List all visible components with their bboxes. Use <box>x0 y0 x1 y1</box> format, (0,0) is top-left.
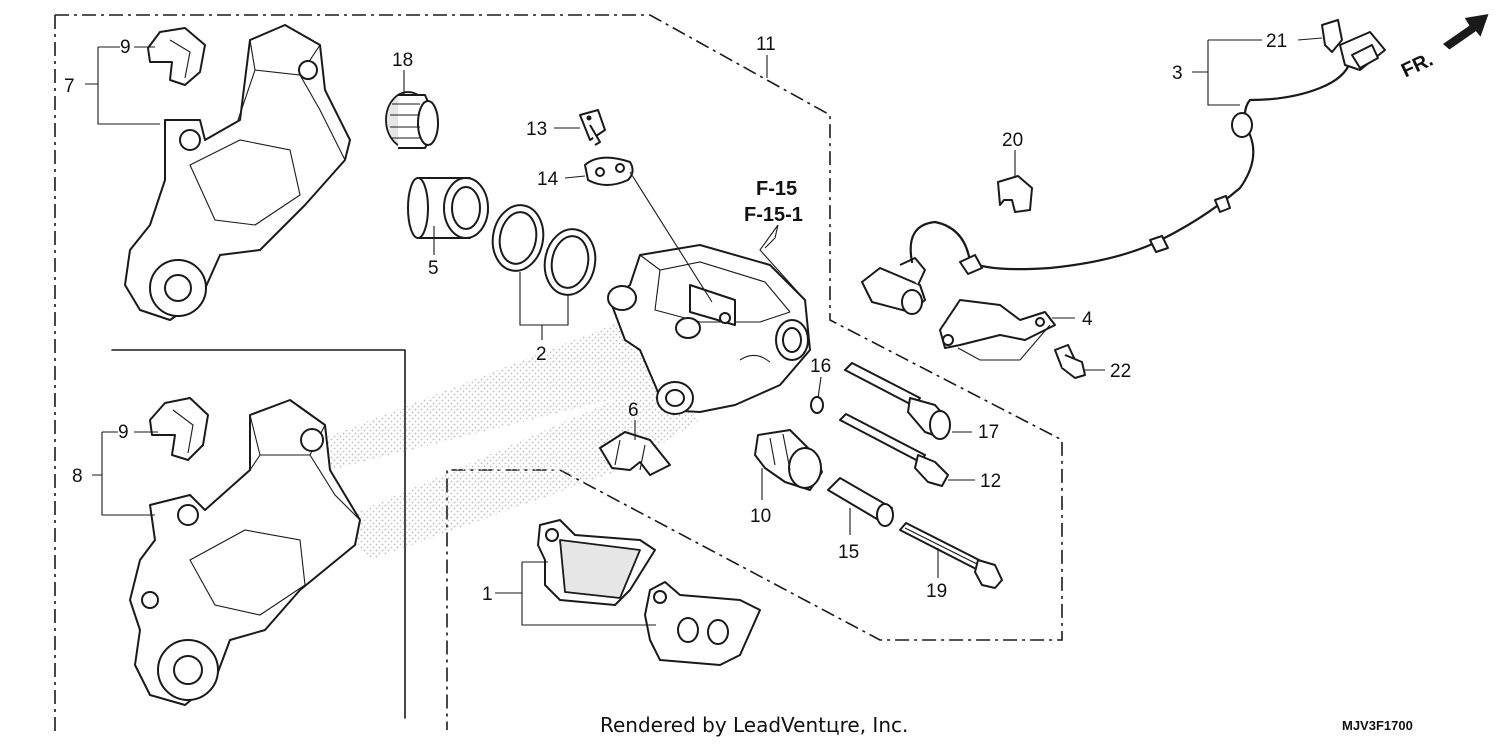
caliper-bracket-lower <box>129 399 361 706</box>
callout-13: 13 <box>526 119 547 140</box>
callout-16: 16 <box>810 356 831 377</box>
cable-clip <box>1321 19 1343 53</box>
callout-4: 4 <box>1082 309 1093 330</box>
callout-9-lower: 9 <box>118 422 129 443</box>
callout-7: 7 <box>64 76 75 97</box>
callout-12: 12 <box>980 471 1001 492</box>
callout-14: 14 <box>537 169 559 190</box>
bolt-22 <box>1054 344 1086 379</box>
sleeve <box>827 477 894 527</box>
callout-6: 6 <box>628 400 639 421</box>
pad-pin <box>839 413 949 487</box>
callout-8: 8 <box>72 466 83 487</box>
caliper-bracket-upper <box>124 24 351 321</box>
callout-11: 11 <box>756 34 776 55</box>
callout-3: 3 <box>1172 63 1183 84</box>
front-direction-arrow-icon <box>1442 13 1489 50</box>
brake-pads <box>537 519 761 666</box>
pad-spring-lower <box>149 397 209 461</box>
bleeder-screw <box>579 109 606 146</box>
inset-frame <box>111 349 406 719</box>
pad-retainer-spring <box>599 431 671 476</box>
front-direction-label: FR. <box>1398 49 1436 83</box>
highlight-fan-upper <box>320 322 690 470</box>
pin-boot <box>754 429 823 491</box>
bleeder-cap <box>584 156 634 186</box>
reference-f15: F-15 <box>756 178 797 200</box>
callout-17: 17 <box>978 422 999 443</box>
caliper-body <box>607 244 811 415</box>
callout-9-upper: 9 <box>120 37 131 58</box>
leader-lines <box>85 37 1323 626</box>
callout-20: 20 <box>1002 130 1023 151</box>
callout-21: 21 <box>1266 31 1287 52</box>
slide-pin-17 <box>844 362 951 440</box>
abs-sensor-head <box>861 257 926 315</box>
pad-spring-upper <box>147 27 206 86</box>
sensor-clamp <box>997 175 1033 213</box>
diagram-code: MJV3F1700 <box>1342 718 1413 733</box>
callout-1: 1 <box>482 584 493 605</box>
sensor-bracket <box>939 299 1056 349</box>
callout-5: 5 <box>428 258 439 279</box>
callout-22: 22 <box>1110 361 1131 382</box>
callout-18: 18 <box>392 50 413 71</box>
piston-seals <box>491 204 597 296</box>
piston <box>407 177 489 239</box>
dust-boot <box>385 91 439 149</box>
o-ring <box>810 396 824 414</box>
callout-19: 19 <box>926 581 947 602</box>
abs-sensor-cable <box>909 31 1386 275</box>
reference-f15-1: F-15-1 <box>744 204 803 226</box>
callout-15: 15 <box>838 542 859 563</box>
highlight-fan-lower <box>340 380 700 560</box>
bolt-19 <box>899 522 1003 589</box>
assembly-boundary <box>54 14 1063 735</box>
render-credit: Rendered by LeadVentцre, Inc. <box>600 713 908 737</box>
callout-2: 2 <box>536 344 547 365</box>
callout-10: 10 <box>750 506 771 527</box>
